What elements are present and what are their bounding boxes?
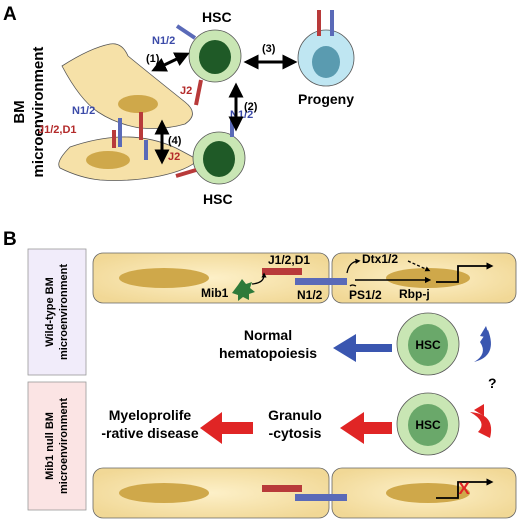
arrow-2-label: (2) bbox=[244, 101, 258, 113]
normal-label-line-1: Normal bbox=[244, 327, 292, 343]
bm-label-line-2: microenvironment bbox=[30, 47, 47, 178]
granulo-label-line-2: -cytosis bbox=[269, 425, 322, 441]
granulocytosis-arrow bbox=[340, 412, 392, 444]
panel-a-label: A bbox=[3, 4, 17, 25]
wt-ligand-label: J1/2,D1 bbox=[268, 253, 310, 267]
wt-transcription-arrow bbox=[436, 262, 494, 283]
hsc-top-nucleus bbox=[199, 40, 231, 74]
progeny-nucleus bbox=[312, 46, 340, 78]
hsc-bottom-ligand bbox=[175, 168, 197, 178]
wt-receptor-bar bbox=[295, 278, 347, 285]
arrow-1-label: (1) bbox=[146, 53, 160, 65]
panel-b-label: B bbox=[3, 229, 17, 250]
mib1null-side-label: Mib1 null BM microenvironment bbox=[44, 398, 70, 494]
arrow-4-label: (4) bbox=[168, 135, 182, 147]
hsc-top bbox=[188, 29, 242, 83]
wildtype-label-line-1: Wild-type BM bbox=[44, 277, 56, 347]
null-ligand-bar bbox=[262, 485, 302, 492]
dtx-dashed-arrow bbox=[407, 260, 431, 272]
wildtype-side-box bbox=[27, 248, 87, 376]
dtx-label: Dtx1/2 bbox=[362, 252, 398, 266]
ps-label: PS1/2 bbox=[349, 288, 382, 302]
wt-curved-arrow-icon bbox=[474, 330, 491, 362]
question-mark: ? bbox=[488, 375, 497, 391]
mib1null-curved-arrowhead-icon bbox=[474, 404, 484, 416]
arrow-3-label: (3) bbox=[262, 43, 276, 55]
normal-hematopoiesis-arrow bbox=[333, 334, 392, 362]
hsc-mib1null bbox=[396, 392, 460, 456]
hsc-top-j2-label: J2 bbox=[180, 85, 192, 97]
null-receptor-bar bbox=[295, 494, 347, 501]
interaction-arrow-1 bbox=[151, 52, 190, 72]
progeny-label: Progeny bbox=[298, 91, 354, 107]
null-stroma-nucleus-left bbox=[119, 483, 209, 503]
rbpj-label: Rbp-j bbox=[399, 287, 430, 301]
granulo-label-line-1: Granulo bbox=[268, 407, 322, 423]
myeloproliferative-arrow bbox=[200, 412, 253, 444]
hsc-bottom bbox=[192, 131, 246, 185]
wildtype-side-label: Wild-type BM microenvironment bbox=[44, 264, 70, 360]
normal-label-line-2: hematopoiesis bbox=[219, 345, 317, 361]
mib1-icon bbox=[232, 279, 255, 301]
hsc-wildtype-nucleus bbox=[408, 324, 448, 366]
hsc-mib1null-nucleus bbox=[408, 404, 448, 446]
progeny-cell bbox=[297, 29, 355, 87]
dtx-arrow bbox=[346, 258, 361, 274]
hsc-wildtype-label: HSC bbox=[415, 338, 441, 352]
mib1-label: Mib1 bbox=[201, 286, 229, 300]
mib1null-side-box bbox=[27, 381, 87, 511]
stroma-nucleus-lower bbox=[86, 151, 130, 169]
ps-arrow bbox=[349, 284, 357, 287]
myelo-label-line-2: -rative disease bbox=[101, 425, 198, 441]
blocked-x-icon: X bbox=[458, 479, 470, 498]
wt-curved-arrowhead-icon bbox=[480, 326, 490, 338]
mib1null-label-line-2: microenvironment bbox=[58, 398, 70, 494]
null-stroma-signaling-cell bbox=[92, 467, 330, 519]
wt-receptor-label: N1/2 bbox=[297, 288, 323, 302]
mib1-arrow bbox=[251, 272, 267, 285]
mib1null-label-line-1: Mib1 null BM bbox=[44, 412, 56, 480]
hsc-mib1null-label: HSC bbox=[415, 418, 441, 432]
myelo-label-line-1: Myeloprolife bbox=[109, 407, 192, 423]
stromal-cell-upper bbox=[61, 43, 193, 129]
stroma-ligand-label: J1/2,D1 bbox=[38, 124, 77, 136]
stroma-nucleus-upper bbox=[118, 95, 158, 113]
null-transcription-arrow bbox=[436, 478, 494, 499]
hsc-bottom-j2-label: J2 bbox=[168, 151, 180, 163]
wt-ligand-bar bbox=[262, 268, 302, 275]
stroma-n12-label: N1/2 bbox=[72, 105, 95, 117]
hsc-top-ligand bbox=[194, 79, 203, 106]
hsc-bottom-label: HSC bbox=[203, 191, 233, 207]
mib1null-curved-arrow-icon bbox=[470, 412, 492, 438]
bm-microenvironment-label: BM microenvironment bbox=[11, 47, 47, 178]
bm-label-line-1: BM bbox=[11, 100, 28, 123]
wt-stroma-nucleus-left bbox=[119, 268, 209, 288]
hsc-bottom-nucleus bbox=[203, 141, 235, 177]
hsc-top-n12-label: N1/2 bbox=[152, 35, 175, 47]
wildtype-label-line-2: microenvironment bbox=[58, 264, 70, 360]
hsc-wildtype bbox=[396, 312, 460, 376]
hsc-top-notch bbox=[175, 24, 197, 40]
hsc-top-label: HSC bbox=[202, 9, 232, 25]
